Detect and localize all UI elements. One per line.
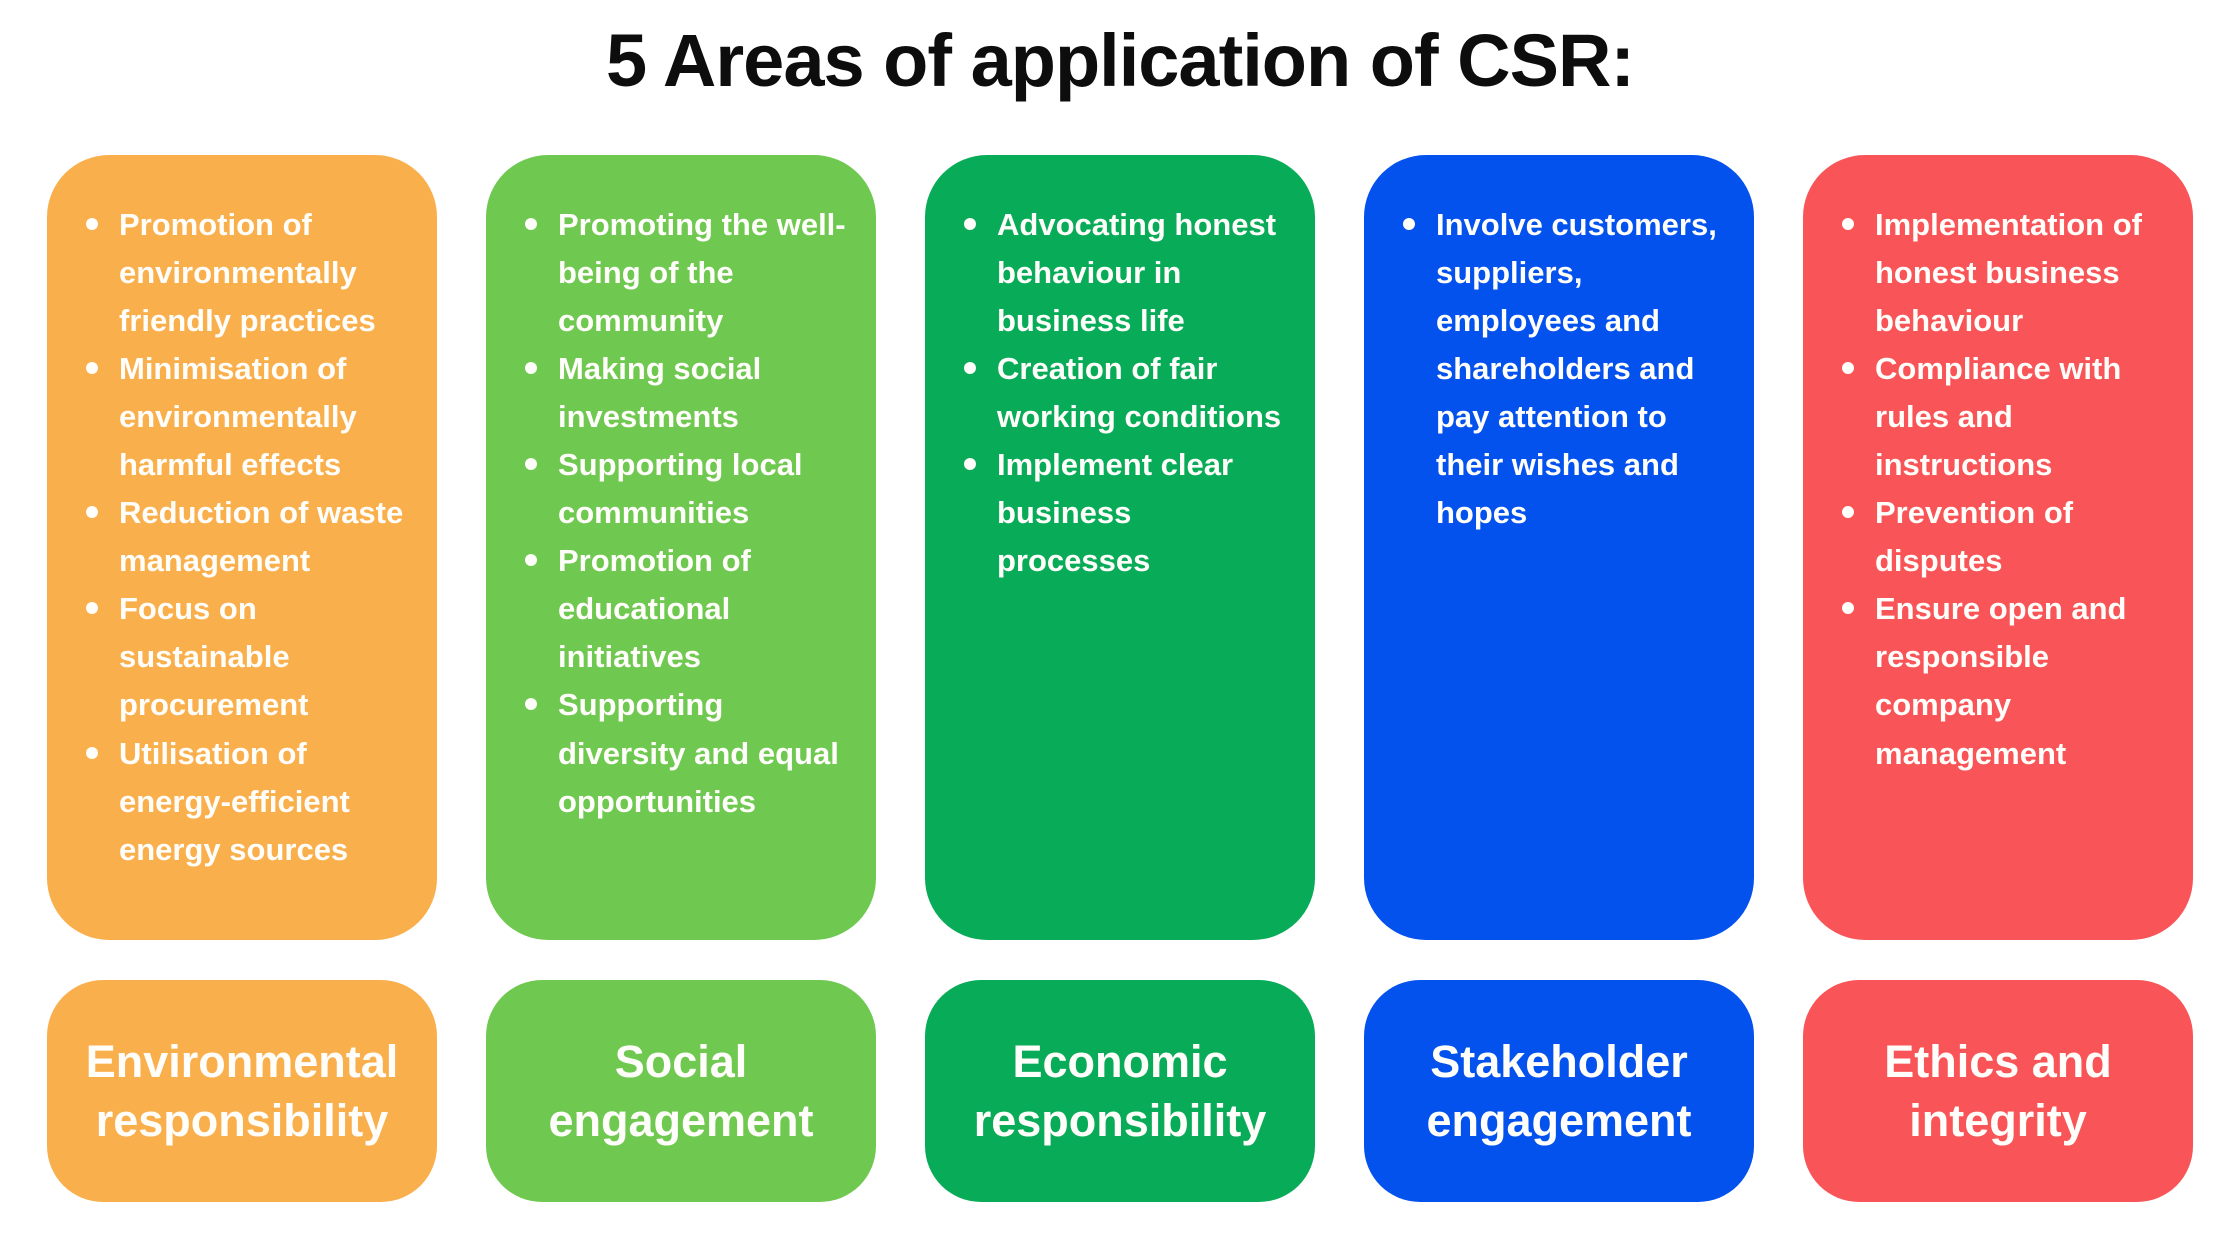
environmental-responsibility-bullets-card: Promotion of environmentally friendly pr… (47, 155, 437, 940)
economic-responsibility-bullets-card: Advocating honest behaviour in business … (925, 155, 1315, 940)
bullet-item: Reduction of waste management (77, 489, 409, 585)
bullet-item: Utilisation of energy-efficient energy s… (77, 730, 409, 874)
bullet-list: Implementation of honest business behavi… (1833, 201, 2165, 778)
ethics-and-integrity-label-card: Ethics and integrity (1803, 980, 2193, 1202)
stakeholder-engagement-bullets-card: Involve customers, suppliers, employees … (1364, 155, 1754, 940)
column-economic-responsibility: Advocating honest behaviour in business … (925, 155, 1315, 1202)
category-label: Economic responsibility (973, 1035, 1267, 1146)
social-engagement-bullets-card: Promoting the well-being of the communit… (486, 155, 876, 940)
social-engagement-label-card: Social engagement (486, 980, 876, 1202)
bullet-item: Promotion of educational initiatives (516, 537, 848, 681)
bullet-list: Promotion of environmentally friendly pr… (77, 201, 409, 874)
columns-grid: Promotion of environmentally friendly pr… (0, 155, 2240, 1202)
bullet-item: Supporting diversity and equal opportuni… (516, 681, 848, 825)
column-social-engagement: Promoting the well-being of the communit… (486, 155, 876, 1202)
bullet-item: Creation of fair working conditions (955, 345, 1287, 441)
bullet-item: Implement clear business processes (955, 441, 1287, 585)
bullet-item: Ensure open and responsible company mana… (1833, 585, 2165, 777)
economic-responsibility-label-card: Economic responsibility (925, 980, 1315, 1202)
category-label: Environmental responsibility (85, 1035, 399, 1146)
bullet-item: Promoting the well-being of the communit… (516, 201, 848, 345)
column-ethics-and-integrity: Implementation of honest business behavi… (1803, 155, 2193, 1202)
bullet-item: Prevention of disputes (1833, 489, 2165, 585)
category-label: Social engagement (548, 1035, 814, 1146)
page-title: 5 Areas of application of CSR: (605, 19, 1635, 102)
bullet-item: Supporting local communities (516, 441, 848, 537)
bullet-item: Advocating honest behaviour in business … (955, 201, 1287, 345)
bullet-item: Implementation of honest business behavi… (1833, 201, 2165, 345)
bullet-list: Involve customers, suppliers, employees … (1394, 201, 1726, 537)
bullet-item: Making social investments (516, 345, 848, 441)
column-environmental-responsibility: Promotion of environmentally friendly pr… (47, 155, 437, 1202)
category-label: Stakeholder engagement (1426, 1035, 1692, 1146)
bullet-item: Promotion of environmentally friendly pr… (77, 201, 409, 345)
bullet-item: Minimisation of environmentally harmful … (77, 345, 409, 489)
environmental-responsibility-label-card: Environmental responsibility (47, 980, 437, 1202)
column-stakeholder-engagement: Involve customers, suppliers, employees … (1364, 155, 1754, 1202)
stakeholder-engagement-label-card: Stakeholder engagement (1364, 980, 1754, 1202)
category-label: Ethics and integrity (1884, 1035, 2112, 1146)
ethics-and-integrity-bullets-card: Implementation of honest business behavi… (1803, 155, 2193, 940)
bullet-list: Advocating honest behaviour in business … (955, 201, 1287, 585)
bullet-item: Compliance with rules and instructions (1833, 345, 2165, 489)
bullet-item: Involve customers, suppliers, employees … (1394, 201, 1726, 537)
bullet-item: Focus on sustainable procurement (77, 585, 409, 729)
bullet-list: Promoting the well-being of the communit… (516, 201, 848, 826)
